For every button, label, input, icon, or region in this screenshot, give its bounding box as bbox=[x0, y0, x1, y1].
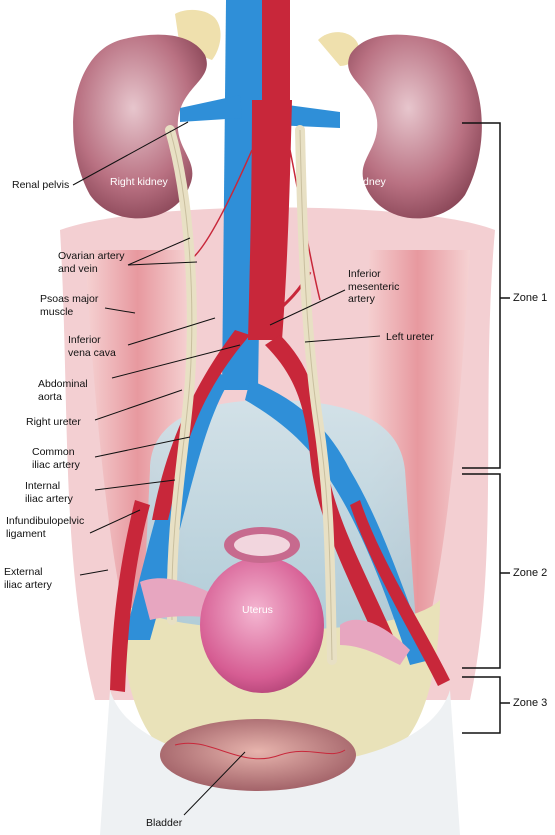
label-common-iliac-artery: Common iliac artery bbox=[32, 446, 80, 471]
bladder bbox=[160, 719, 356, 791]
left-kidney bbox=[348, 34, 482, 219]
right-kidney bbox=[73, 34, 207, 219]
left-adrenal-gland bbox=[318, 32, 359, 66]
label-external-iliac-artery: External iliac artery bbox=[4, 566, 52, 591]
left-external-iliac-artery bbox=[350, 500, 450, 686]
label-ovarian-artery-vein: Ovarian artery and vein bbox=[58, 250, 125, 275]
left-fallopian-tube bbox=[340, 619, 410, 665]
zone-1-label: Zone 1 bbox=[513, 292, 548, 304]
label-uterus: Uterus bbox=[242, 604, 273, 616]
ureters bbox=[165, 125, 337, 665]
bladder-group bbox=[160, 719, 356, 791]
right-renal-vein bbox=[180, 95, 242, 122]
label-inferior-mesenteric-artery: Inferior mesenteric artery bbox=[348, 268, 400, 305]
abdominal-aorta bbox=[248, 100, 292, 340]
zone-brackets bbox=[462, 122, 510, 734]
label-infundibulopelvic-ligament: Infundibulopelvic ligament bbox=[6, 515, 85, 540]
label-inferior-vena-cava: Inferior vena cava bbox=[68, 334, 116, 359]
uterus-group bbox=[140, 527, 410, 693]
label-psoas-major: Psoas major muscle bbox=[40, 293, 99, 318]
label-abdominal-aorta: Abdominal aorta bbox=[38, 378, 88, 403]
label-internal-iliac-artery: Internal iliac artery bbox=[25, 480, 73, 505]
label-renal-pelvis: Renal pelvis bbox=[12, 179, 70, 191]
label-right-kidney: Right kidney bbox=[110, 176, 168, 188]
kidneys bbox=[73, 9, 482, 219]
label-left-kidney: Left kidney bbox=[335, 176, 386, 188]
zone-2-label: Zone 2 bbox=[513, 567, 548, 579]
right-ovarian-artery bbox=[189, 149, 253, 261]
label-left-ureter: Left ureter bbox=[386, 331, 434, 343]
label-bladder: Bladder bbox=[146, 817, 183, 829]
zone-3-label: Zone 3 bbox=[513, 697, 548, 709]
uterus bbox=[200, 557, 324, 693]
right-external-iliac-artery bbox=[110, 500, 150, 692]
left-common-iliac-vein bbox=[245, 380, 430, 665]
label-right-ureter: Right ureter bbox=[26, 416, 81, 428]
leader-lines bbox=[72, 121, 381, 816]
